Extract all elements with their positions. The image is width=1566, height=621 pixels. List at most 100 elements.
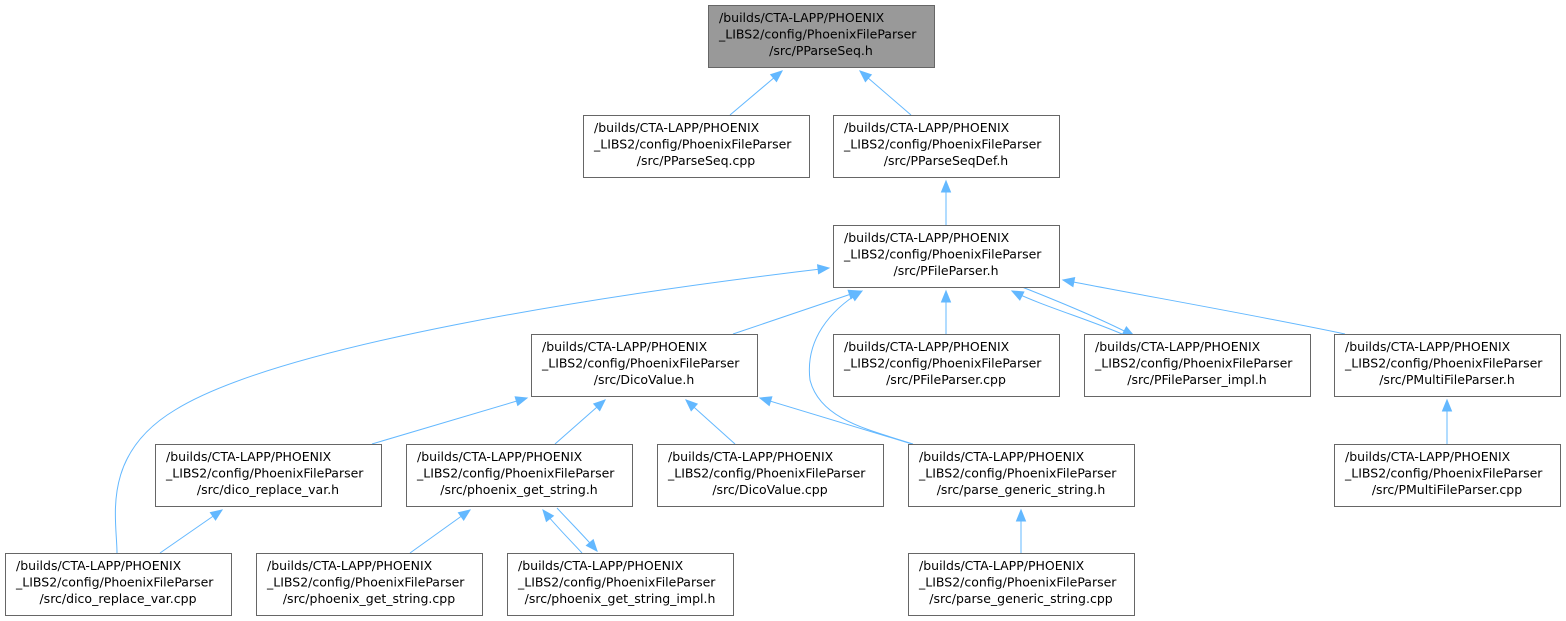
node-label-line: /src/phoenix_get_string_impl.h (525, 591, 716, 606)
node-label-line: /src/PFileParser.cpp (886, 372, 1006, 387)
node-label-line: /src/phoenix_get_string.cpp (283, 591, 455, 606)
node-pfileparser_cpp[interactable]: /builds/CTA-LAPP/PHOENIX _LIBS2/config/Ph… (833, 334, 1060, 397)
edge-arrowhead (592, 399, 606, 412)
edge-pfileparser_cpp-to-pfileparser_h (940, 289, 952, 334)
edge-arrowhead (769, 70, 784, 83)
node-label-line: /builds/CTA-LAPP/PHOENIX (919, 449, 1085, 464)
node-box (5, 553, 232, 616)
node-pfileparser_h[interactable]: /builds/CTA-LAPP/PHOENIX _LIBS2/config/Ph… (833, 225, 1060, 288)
node-label-line: /builds/CTA-LAPP/PHOENIX (518, 558, 684, 573)
node-parse_generic_string_h[interactable]: /builds/CTA-LAPP/PHOENIX _LIBS2/config/Ph… (908, 444, 1135, 507)
edge-pfileparser_h-to-pparseseqdef_h (940, 179, 952, 225)
node-pparseseqdef_h[interactable]: /builds/CTA-LAPP/PHOENIX _LIBS2/config/Ph… (833, 115, 1060, 178)
edge-line (1062, 279, 1346, 335)
edge-arrowhead (1015, 508, 1027, 522)
node-label-line: /src/DicoValue.cpp (712, 482, 827, 497)
node-label-line: /src/phoenix_get_string.h (440, 482, 597, 497)
node-label-line: /src/DicoValue.h (594, 372, 695, 387)
node-label-line: _LIBS2/config/PhoenixFileParser (165, 466, 364, 481)
edge-line (159, 509, 223, 554)
node-box (833, 115, 1060, 178)
node-label-line: /builds/CTA-LAPP/PHOENIX (1095, 339, 1261, 354)
node-label-line: /builds/CTA-LAPP/PHOENIX (1345, 339, 1511, 354)
node-label-line: /src/dico_replace_var.h (197, 482, 339, 497)
node-label-line: _LIBS2/config/PhoenixFileParser (918, 466, 1117, 481)
edge-line (1011, 290, 1123, 335)
nodes-layer: /builds/CTA-LAPP/PHOENIX _LIBS2/config/Ph… (5, 5, 1561, 616)
edge-arrowhead (514, 396, 529, 407)
edge-line (808, 290, 914, 445)
node-label-line: _LIBS2/config/PhoenixFileParser (667, 466, 866, 481)
edge-phoenix_get_string_cpp-to-phoenix_get_string_h (409, 509, 472, 554)
edge-arrowhead (1010, 290, 1025, 301)
edge-arrowhead (849, 290, 864, 302)
node-label-line: /builds/CTA-LAPP/PHOENIX (1345, 449, 1511, 464)
edge-parse_generic_string_cpp-to-parse_generic_string_h (1015, 508, 1027, 553)
node-pparseseq_cpp[interactable]: /builds/CTA-LAPP/PHOENIX_LIBS2/config/Ph… (583, 115, 810, 178)
node-label-line: /src/PMultiFileParser.h (1379, 372, 1515, 387)
node-label-line: _LIBS2/config/PhoenixFileParser (843, 247, 1042, 262)
node-pmultifileparser_cpp[interactable]: /builds/CTA-LAPP/PHOENIX _LIBS2/config/Ph… (1334, 444, 1561, 507)
node-label-line: _LIBS2/config/PhoenixFileParser (15, 575, 214, 590)
edge-line (759, 397, 913, 445)
edge-dico_replace_var_cpp-to-pfileparser_h (114, 264, 831, 554)
edge-arrowhead (940, 179, 952, 193)
node-label-line: /src/parse_generic_string.h (937, 482, 1106, 497)
node-pfileparser_impl_h[interactable]: /builds/CTA-LAPP/PHOENIX _LIBS2/config/Ph… (1084, 334, 1311, 397)
edge-arrowhead (585, 538, 598, 553)
node-label-line: _LIBS2/config/PhoenixFileParser (1344, 356, 1543, 371)
edge-arrowhead (209, 509, 224, 521)
node-dicovalue_h[interactable]: /builds/CTA-LAPP/PHOENIX _LIBS2/config/Ph… (531, 334, 758, 397)
node-label-line: /builds/CTA-LAPP/PHOENIX (844, 120, 1010, 135)
node-label-line: _LIBS2/config/PhoenixFileParser (843, 356, 1042, 371)
node-box (833, 225, 1060, 288)
edge-parse_generic_string_h-to-dicovalue_h (758, 396, 913, 445)
node-dico_replace_var_h[interactable]: /builds/CTA-LAPP/PHOENIX_LIBS2/config/Ph… (155, 444, 382, 507)
node-label-line: /builds/CTA-LAPP/PHOENIX (919, 558, 1085, 573)
node-label-line: _LIBS2/config/PhoenixFileParser (843, 137, 1042, 152)
edge-line (1021, 286, 1135, 337)
node-label-line: /builds/CTA-LAPP/PHOENIX (542, 339, 708, 354)
node-label-line: _LIBS2/config/PhoenixFileParser (1344, 466, 1543, 481)
node-label-line: _LIBS2/config/PhoenixFileParser (416, 466, 615, 481)
node-label-line: /builds/CTA-LAPP/PHOENIX (267, 558, 433, 573)
node-phoenix_get_string_h[interactable]: /builds/CTA-LAPP/PHOENIX_LIBS2/config/Ph… (406, 444, 633, 507)
edge-line (732, 290, 861, 335)
node-label-line: /src/PParseSeq.h (769, 43, 873, 58)
node-label-line: /builds/CTA-LAPP/PHOENIX (594, 120, 760, 135)
node-box (155, 444, 382, 507)
edge-arrowhead (1061, 277, 1076, 288)
node-label-line: _LIBS2/config/PhoenixFileParser (1094, 356, 1293, 371)
edge-dicovalue_h-to-pfileparser_h (732, 289, 862, 335)
node-box (1084, 334, 1311, 397)
edge-phoenix_get_string_h-to-phoenix_get_string_impl_h (556, 507, 598, 553)
node-label-line: /src/PFileParser_impl.h (1127, 372, 1266, 387)
edge-parse_generic_string_h-to-pfileparser_h (808, 290, 914, 445)
node-box (507, 553, 734, 616)
node-dicovalue_cpp[interactable]: /builds/CTA-LAPP/PHOENIX_LIBS2/config/Ph… (657, 444, 884, 507)
node-phoenix_get_string_cpp[interactable]: /builds/CTA-LAPP/PHOENIX_LIBS2/config/Ph… (256, 553, 483, 616)
node-box (256, 553, 483, 616)
node-label-line: /builds/CTA-LAPP/PHOENIX (844, 230, 1010, 245)
node-phoenix_get_string_impl_h[interactable]: /builds/CTA-LAPP/PHOENIX_LIBS2/config/Ph… (507, 553, 734, 616)
edge-arrowhead (940, 289, 952, 303)
node-label-line: /src/PParseSeq.cpp (637, 153, 756, 168)
node-box (1334, 334, 1561, 397)
node-label-line: /builds/CTA-LAPP/PHOENIX (844, 339, 1010, 354)
edge-phoenix_get_string_h-to-dicovalue_h (554, 399, 606, 445)
node-label-line: _LIBS2/config/PhoenixFileParser (718, 27, 917, 42)
edge-arrowhead (758, 396, 773, 407)
node-box (406, 444, 633, 507)
node-pparseseq_h: /builds/CTA-LAPP/PHOENIX_LIBS2/config/Ph… (708, 5, 935, 68)
node-label-line: /src/parse_generic_string.cpp (929, 591, 1112, 606)
edge-line (114, 267, 830, 554)
node-box (531, 334, 758, 397)
node-pmultifileparser_h[interactable]: /builds/CTA-LAPP/PHOENIX _LIBS2/config/Ph… (1334, 334, 1561, 397)
edge-pparseseqdef_h-to-pparseseq_h (859, 70, 912, 116)
node-label-line: _LIBS2/config/PhoenixFileParser (541, 356, 740, 371)
edge-dico_replace_var_h-to-dicovalue_h (371, 396, 529, 445)
node-label-line: _LIBS2/config/PhoenixFileParser (918, 575, 1117, 590)
node-parse_generic_string_cpp[interactable]: /builds/CTA-LAPP/PHOENIX _LIBS2/config/Ph… (908, 553, 1135, 616)
node-dico_replace_var_cpp[interactable]: /builds/CTA-LAPP/PHOENIX_LIBS2/config/Ph… (5, 553, 232, 616)
